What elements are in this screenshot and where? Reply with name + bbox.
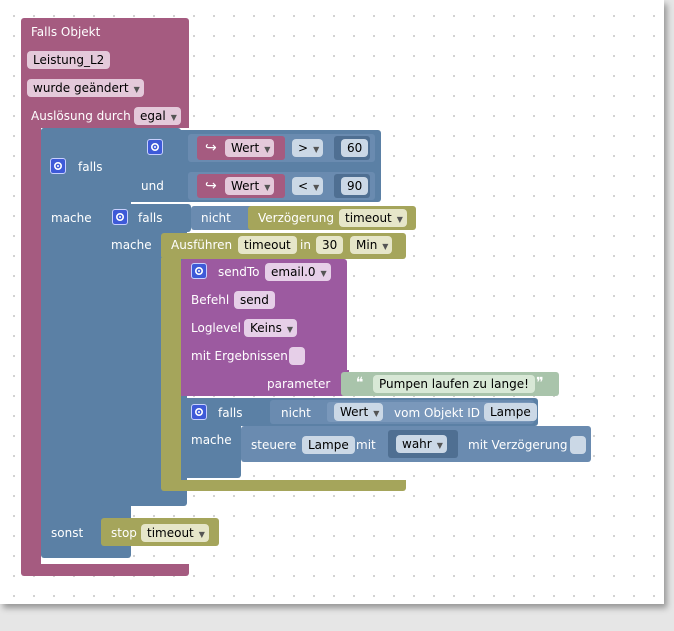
- delay-label: Verzögerung: [258, 211, 334, 225]
- chevron-down-icon: ▼: [313, 145, 320, 154]
- inner-if-label: falls: [138, 211, 163, 225]
- trigger-label: Auslösung durch: [31, 109, 131, 123]
- with-label: mit: [356, 438, 376, 452]
- loglevel-dropdown[interactable]: Keins▼: [244, 319, 298, 337]
- loglevel-label: Loglevel: [191, 321, 241, 335]
- chevron-down-icon: ▼: [382, 242, 389, 251]
- not-label: nicht: [281, 406, 311, 420]
- operator-dropdown[interactable]: >▼: [292, 139, 324, 157]
- inner-if2-label: falls: [218, 406, 243, 420]
- if-label: falls: [78, 160, 103, 174]
- chevron-down-icon: ▼: [198, 530, 205, 539]
- variable-dropdown[interactable]: Wert▼: [225, 177, 275, 195]
- delay-dropdown[interactable]: timeout▼: [339, 209, 407, 227]
- message-field[interactable]: Pumpen laufen zu lange!: [373, 375, 535, 393]
- variable-dropdown[interactable]: Wert▼: [225, 139, 275, 157]
- unit-dropdown[interactable]: Min▼: [350, 236, 393, 254]
- trigger-block-spine: [21, 126, 41, 564]
- object-id-field[interactable]: Leistung_L2: [27, 51, 111, 69]
- control-label: steuere: [251, 438, 297, 452]
- chevron-down-icon: ▼: [264, 145, 271, 154]
- timeout-block-spine: [161, 258, 181, 482]
- gear-icon[interactable]: [50, 158, 66, 174]
- chevron-down-icon: ▼: [320, 269, 327, 278]
- state-dropdown[interactable]: Wert▼: [334, 403, 384, 421]
- and-label: und: [141, 179, 164, 193]
- trigger-dropdown[interactable]: egal▼: [134, 107, 181, 125]
- command-field[interactable]: send: [234, 291, 275, 309]
- chevron-down-icon: ▼: [373, 409, 380, 418]
- stop-label: stop: [111, 526, 137, 540]
- command-label: Befehl: [191, 293, 230, 307]
- gear-icon[interactable]: [147, 139, 163, 155]
- not-label: nicht: [201, 211, 231, 225]
- number-field[interactable]: 60: [341, 139, 369, 157]
- quote-open-icon: ❝: [356, 375, 364, 391]
- with-delay-label: mit Verzögerung: [468, 438, 568, 452]
- condition-dropdown[interactable]: wurde geändert▼: [27, 79, 144, 97]
- quote-close-icon: ❞: [536, 375, 544, 391]
- operator-dropdown[interactable]: <▼: [292, 177, 324, 195]
- param-label: parameter: [267, 377, 331, 391]
- gear-icon[interactable]: [191, 404, 207, 420]
- chevron-down-icon: ▼: [396, 215, 403, 224]
- delay-checkbox[interactable]: [570, 436, 586, 454]
- timeout-label: Ausführen: [171, 238, 233, 252]
- results-checkbox[interactable]: [289, 347, 305, 365]
- else-label: sonst: [51, 526, 84, 540]
- boolean-dropdown[interactable]: wahr▼: [396, 435, 447, 453]
- return-icon: ↪: [205, 178, 217, 194]
- sendto-target-dropdown[interactable]: email.0▼: [265, 263, 331, 281]
- inner-if2-do-label: mache: [191, 433, 232, 447]
- object-id-field[interactable]: Lampe: [484, 403, 537, 421]
- timeout-amount-field[interactable]: 30: [316, 236, 344, 254]
- not-block[interactable]: [191, 206, 255, 230]
- gear-icon[interactable]: [112, 209, 128, 225]
- chevron-down-icon: ▼: [286, 325, 294, 334]
- sendto-label: sendTo: [218, 265, 260, 279]
- number-field[interactable]: 90: [341, 177, 369, 195]
- chevron-down-icon: ▼: [436, 441, 443, 450]
- sendto-param-row: [181, 370, 349, 396]
- chevron-down-icon: ▼: [170, 113, 177, 122]
- from-object-label: vom Objekt ID: [394, 406, 480, 420]
- chevron-down-icon: ▼: [264, 183, 271, 192]
- control-object-field[interactable]: Lampe: [302, 436, 355, 454]
- inner-do-label: mache: [111, 238, 152, 252]
- timeout-name-field[interactable]: timeout: [238, 236, 297, 254]
- return-icon: ↪: [205, 140, 217, 156]
- trigger-title: Falls Objekt: [31, 25, 101, 39]
- chevron-down-icon: ▼: [133, 85, 140, 94]
- stop-dropdown[interactable]: timeout▼: [141, 524, 209, 542]
- results-label: mit Ergebnissen: [191, 349, 288, 363]
- do-label: mache: [51, 211, 92, 225]
- gear-icon[interactable]: [191, 263, 207, 279]
- chevron-down-icon: ▼: [313, 183, 320, 192]
- timeout-block-foot: [161, 480, 406, 491]
- in-label: in: [300, 238, 311, 252]
- trigger-block-foot: [21, 564, 189, 576]
